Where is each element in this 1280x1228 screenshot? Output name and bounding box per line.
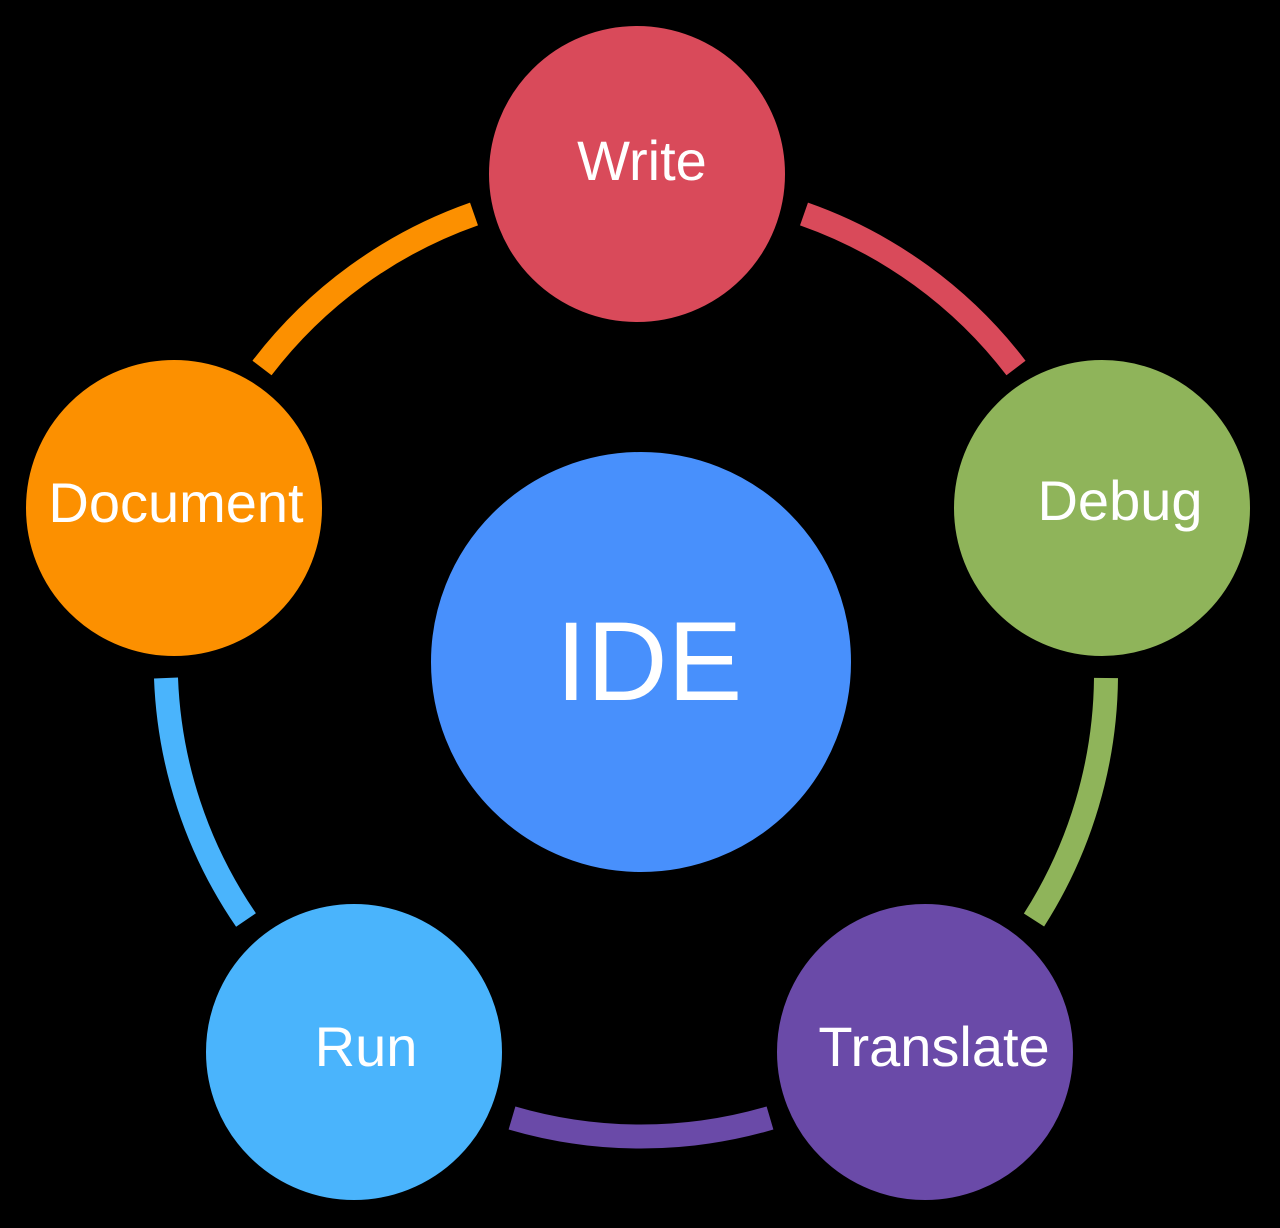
node-debug-circle — [946, 352, 1258, 664]
node-document-label: Document — [48, 471, 304, 534]
connector-document-write — [252, 202, 478, 376]
node-debug: Debug — [946, 352, 1258, 664]
node-run-circle — [198, 896, 510, 1208]
center-node: IDE — [423, 444, 859, 880]
node-document: Document — [18, 352, 330, 664]
center-label: IDE — [556, 599, 743, 724]
node-run-label: Run — [315, 1015, 418, 1078]
center-circle — [423, 444, 859, 880]
node-translate: Translate — [769, 896, 1081, 1208]
node-translate-circle — [769, 896, 1081, 1208]
node-translate-label: Translate — [818, 1015, 1049, 1078]
connector-translate-run — [508, 1106, 774, 1149]
node-write: Write — [481, 18, 793, 330]
connectors — [154, 202, 1118, 1149]
node-write-circle — [481, 18, 793, 330]
connector-debug-translate — [1023, 677, 1118, 927]
node-document-circle — [18, 352, 330, 664]
connector-write-debug — [800, 202, 1026, 376]
connector-run-document — [154, 677, 256, 927]
node-run: Run — [198, 896, 510, 1208]
node-debug-label: Debug — [1037, 469, 1202, 532]
node-write-label: Write — [577, 129, 707, 192]
